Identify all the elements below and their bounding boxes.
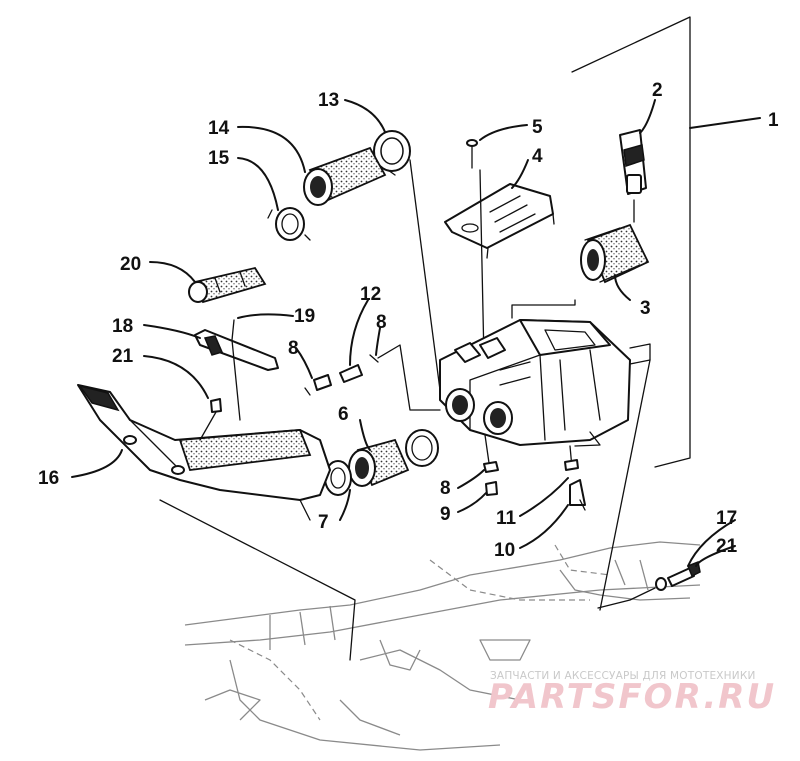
sensor-part-2: [619, 129, 647, 223]
watermark-tagline: ЗАПЧАСТИ И АКСЕССУАРЫ ДЛЯ МОТОТЕХНИКИ: [490, 670, 756, 682]
callout-18: 18: [112, 316, 133, 337]
strap-part-18: [194, 329, 279, 371]
coupler-parts-6-7: [324, 429, 439, 496]
callout-4: 4: [532, 146, 543, 167]
callout-9: 9: [440, 504, 451, 525]
vehicle-frame: [184, 541, 701, 751]
bolt-part-21-left: [199, 398, 222, 441]
callout-11: 11: [496, 508, 517, 529]
callout-6: 6: [338, 404, 349, 425]
airbox-housing: [439, 299, 651, 447]
hardware-parts-8-9-10-11: [483, 434, 586, 511]
callout-15: 15: [208, 148, 230, 169]
cover-part-4: [444, 183, 555, 259]
callout-2: 2: [652, 80, 663, 101]
callout-20: 20: [120, 254, 141, 275]
callout-8-upper-right: 8: [376, 312, 387, 333]
callout-17: 17: [716, 508, 737, 529]
hose-parts-8-12: [231, 319, 441, 421]
bolt-parts-17-21-right: [597, 359, 701, 611]
callout-1: 1: [768, 110, 779, 131]
callout-14: 14: [208, 118, 230, 139]
callout-7: 7: [318, 512, 329, 533]
callout-12: 12: [360, 284, 381, 305]
callout-19: 19: [294, 306, 315, 327]
callout-5: 5: [532, 117, 543, 138]
callout-13: 13: [318, 90, 339, 111]
leader-lines: [71, 99, 761, 567]
screw-part-5: [466, 139, 485, 361]
watermark: ЗАПЧАСТИ И АКСЕССУАРЫ ДЛЯ МОТОТЕХНИКИ PA…: [488, 670, 776, 717]
plug-part-20: [188, 266, 267, 304]
intake-boot-parts-13-14-15: [267, 130, 441, 391]
intake-duct-part-16: [77, 384, 356, 661]
callout-10: 10: [494, 540, 515, 561]
callout-21-right: 21: [716, 536, 738, 557]
callout-8-lower: 8: [440, 478, 451, 499]
watermark-brand: PARTSFOR.RU: [488, 677, 776, 717]
bracket-part-1: [571, 16, 691, 468]
callout-3: 3: [640, 298, 651, 319]
callout-8-upper-left: 8: [288, 338, 299, 359]
callout-labels: 1 2 3 4 5 6 7 8 8 8 9 10 11 12 13 14 15 …: [38, 80, 779, 561]
callout-21-left: 21: [112, 346, 134, 367]
callout-16: 16: [38, 468, 59, 489]
filter-element-part-3: [580, 223, 650, 284]
